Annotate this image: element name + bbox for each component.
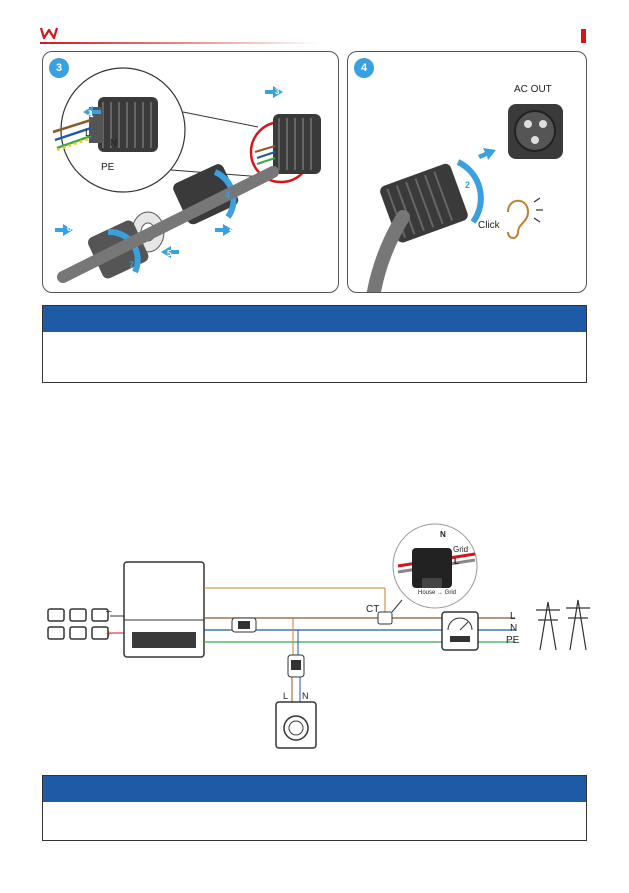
wiring-diagram xyxy=(47,523,590,749)
ct-photo-l-label: L xyxy=(454,557,459,566)
ct-photo-n-label: N xyxy=(440,530,446,539)
click-label: Click xyxy=(478,220,500,231)
dc-minus-label: – xyxy=(106,606,112,617)
ac-out-title: AC OUT xyxy=(514,84,552,95)
grid-line-n-label: N xyxy=(510,623,518,634)
step-3-label: 3 xyxy=(275,87,280,96)
ac-out-connection-illustration xyxy=(366,104,563,292)
step-7-label: 7 xyxy=(129,260,135,270)
step-badge: 3 xyxy=(49,58,69,78)
ct-photo-grid-label: Grid xyxy=(453,545,469,554)
notice-box-1 xyxy=(42,305,587,383)
step-1-label: 1 xyxy=(484,140,488,147)
wire-label-pe: PE xyxy=(101,162,115,173)
page-marker xyxy=(581,29,586,43)
step-6-label: 6 xyxy=(67,224,72,233)
grid-line-pe-label: PE xyxy=(506,635,520,646)
brand-logo xyxy=(40,27,58,39)
header-rule xyxy=(40,42,320,44)
step-2-label: 2 xyxy=(465,180,471,190)
connector-assembly-illustration: 1 xyxy=(52,67,321,283)
step-5-label: 5 xyxy=(167,249,172,258)
notice-header-bar xyxy=(43,776,586,802)
notice-header-bar xyxy=(43,306,586,332)
step-3-panel: 3 1 xyxy=(42,51,339,293)
step-2-label: 2 xyxy=(229,224,234,233)
step-1-label: 1 xyxy=(89,110,94,119)
dc-plus-label: + xyxy=(106,629,112,640)
wire-label-n: N xyxy=(110,138,118,149)
step-4-label: 4 xyxy=(225,190,231,200)
load-l-label: L xyxy=(283,691,289,701)
svg-text:1: 1 xyxy=(88,110,92,117)
step-badge: 4 xyxy=(354,58,374,78)
ct-photo-direction-label: House → Grid xyxy=(418,590,457,596)
grid-line-l-label: L xyxy=(510,611,516,622)
load-n-label: N xyxy=(302,691,309,701)
ct-label: CT xyxy=(366,604,380,615)
step-4-panel: 4 AC OUT 1 2 Click xyxy=(347,51,587,293)
wire-label-l: L xyxy=(85,128,91,139)
notice-box-2 xyxy=(42,775,587,841)
